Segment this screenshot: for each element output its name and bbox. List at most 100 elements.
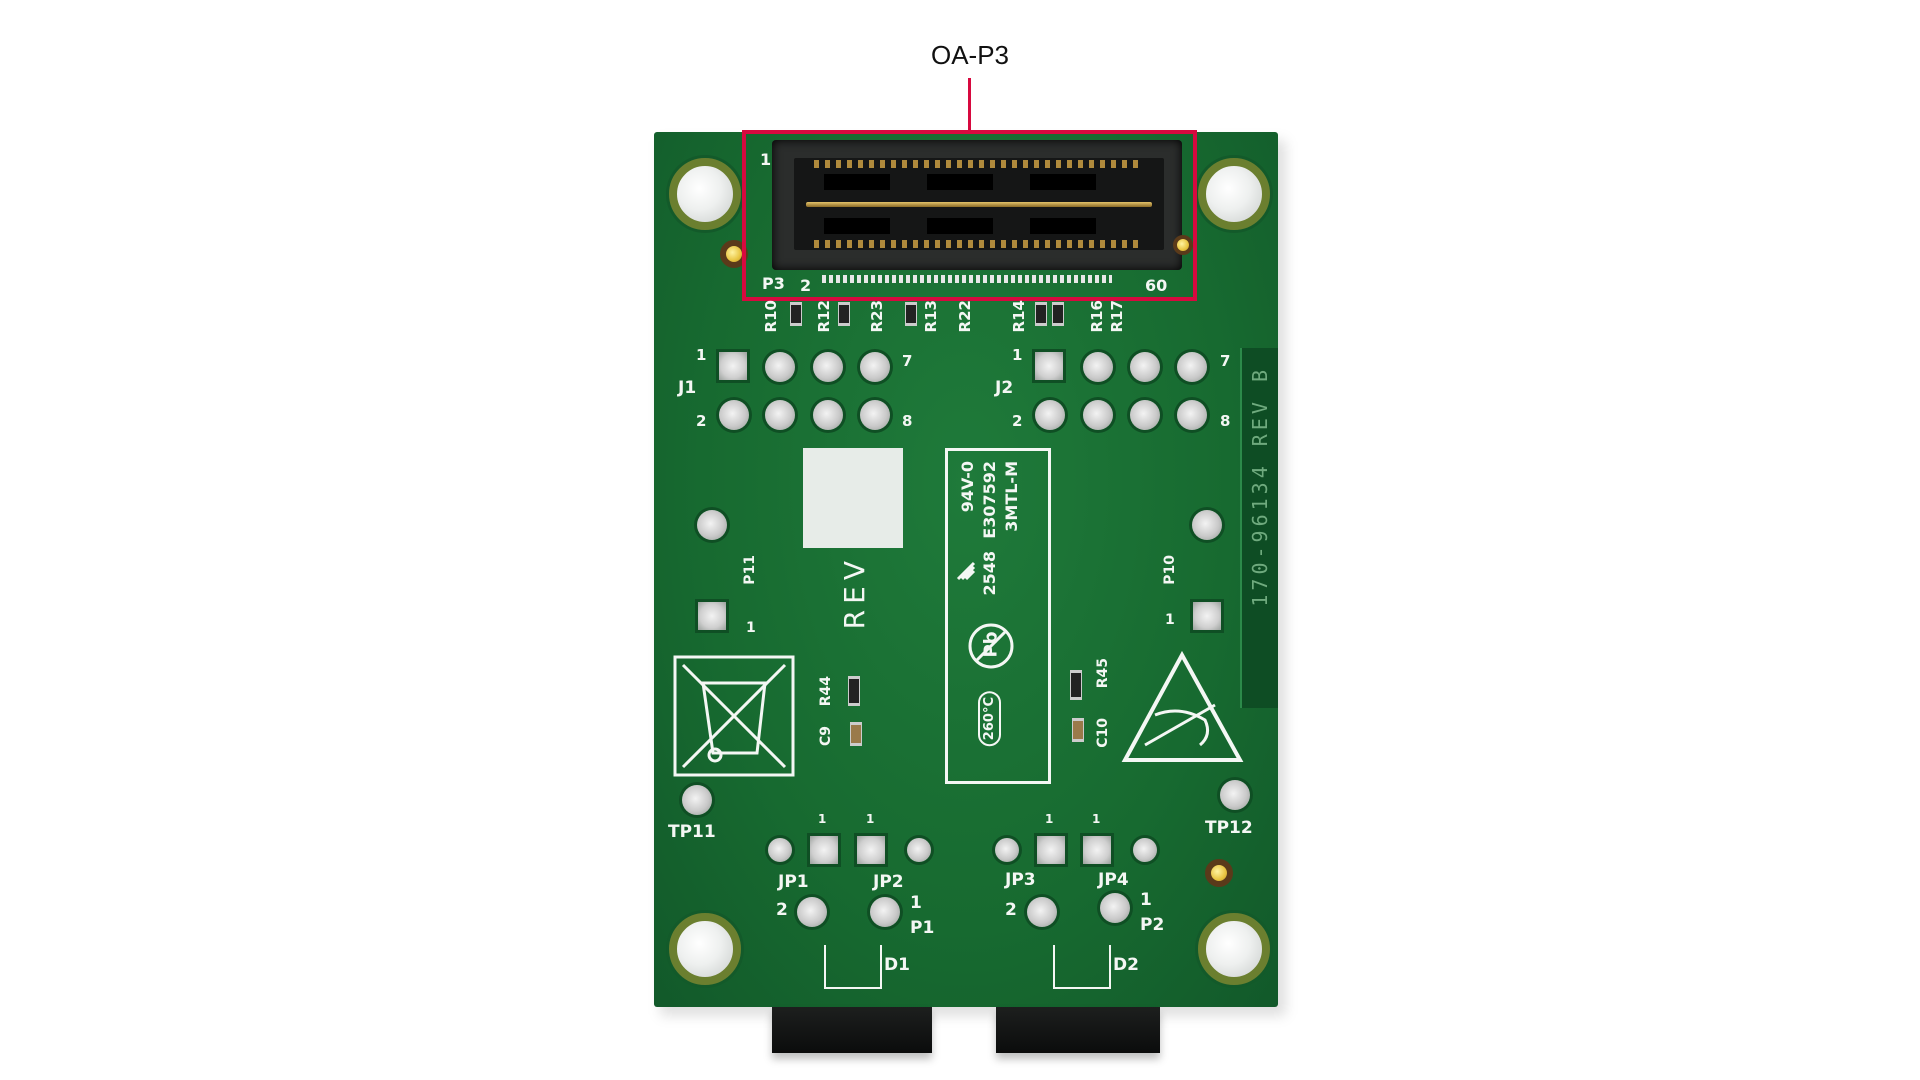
header-pad (719, 400, 749, 430)
jumper-pad-square (1037, 836, 1065, 864)
pin-number: 1 (910, 893, 922, 913)
lead-free-text: Pb (980, 631, 1002, 658)
smd-resistor (848, 676, 860, 706)
jumper-pad-square (1083, 836, 1111, 864)
callout-label: OA-P3 (930, 40, 1010, 70)
header-pad (765, 352, 795, 382)
port-pad (1027, 897, 1057, 927)
slot (927, 218, 993, 234)
slot (824, 218, 890, 234)
rev-label: REV (838, 555, 871, 630)
header-pad (813, 352, 843, 382)
pin-label-60: 60 (1145, 276, 1168, 295)
test-pad (1192, 510, 1222, 540)
pin-number: 7 (902, 352, 913, 370)
part-number: 170-96134 REV B (1248, 366, 1272, 607)
lead-free-icon: Pb (966, 621, 1016, 671)
test-pad (697, 510, 727, 540)
test-pad-square (698, 602, 726, 630)
header-pad (1177, 352, 1207, 382)
slot (1030, 174, 1096, 190)
jumper-label: JP2 (873, 872, 904, 892)
component-label: R44 (818, 676, 834, 707)
weee-bin-icon (673, 655, 795, 777)
port-pad (870, 897, 900, 927)
jumper-pad (907, 838, 931, 862)
jumper-pad (768, 838, 792, 862)
pin-label-2: 2 (800, 276, 812, 295)
resistor-label: R12 (815, 300, 833, 333)
smd-resistor (838, 302, 850, 326)
smd-capacitor (1072, 718, 1084, 742)
pin-row-bottom (814, 240, 1144, 248)
test-pad-square (1193, 602, 1221, 630)
pin-label-1: 1 (760, 150, 772, 169)
pin-number: 2 (776, 900, 788, 920)
pin-number: 8 (902, 412, 913, 430)
callout-highlight-box (742, 130, 1197, 301)
pin-number: 1 (866, 812, 875, 826)
component-label: C10 (1095, 718, 1111, 748)
jumper-label: JP4 (1098, 870, 1129, 890)
smd-resistor (790, 302, 802, 326)
manufacturer-code: 3MTL-M (1002, 461, 1021, 532)
port-pad (1100, 893, 1130, 923)
diode-outline (824, 945, 882, 989)
jumper-label: JP1 (778, 872, 809, 892)
smd-resistor (1070, 670, 1082, 700)
test-point-pad (682, 785, 712, 815)
connector-alignment-pin (1173, 235, 1193, 255)
diode-label: D1 (884, 955, 910, 975)
resistor-label: R10 (762, 300, 780, 333)
smd-resistor (1052, 302, 1064, 326)
pin-number: 1 (1092, 812, 1101, 826)
pin-number: 2 (1005, 900, 1017, 920)
pin-number: 8 (1220, 412, 1231, 430)
test-pad-label: P11 (742, 555, 758, 585)
header-pad (1130, 352, 1160, 382)
pin-number: 7 (1220, 352, 1231, 370)
slot (1030, 218, 1096, 234)
flammability-rating: 94V-0 (958, 461, 977, 513)
esd-warning-icon (1120, 650, 1245, 765)
smd-capacitor (850, 722, 862, 746)
port-pad (797, 897, 827, 927)
resistor-label: R14 (1010, 300, 1028, 333)
fiducial-pad (1205, 859, 1233, 887)
connector-tail-pins (822, 275, 1112, 283)
label-area (803, 448, 903, 548)
header-pad (1083, 400, 1113, 430)
jumper-pad (1133, 838, 1157, 862)
resistor-label: R22 (956, 300, 974, 333)
connector-ref-label: P3 (762, 274, 785, 293)
bottom-connector-left (772, 1007, 932, 1053)
slot (824, 174, 890, 190)
ul-file-number: E307592 (980, 461, 999, 539)
pin-number: 1 (1012, 346, 1023, 364)
header-label: J1 (678, 378, 697, 398)
component-label: C9 (818, 726, 834, 747)
test-pad-label: P10 (1162, 555, 1178, 585)
jumper-label: JP3 (1005, 870, 1036, 890)
resistor-label: R13 (922, 300, 940, 333)
pin-number: 1 (746, 620, 756, 636)
diode-outline (1053, 945, 1111, 989)
mount-hole-top-left (669, 158, 741, 230)
header-pad-square (719, 352, 747, 380)
pin-number: 1 (1165, 612, 1175, 628)
pin-number: 2 (696, 412, 707, 430)
ul-recognized-icon (956, 541, 976, 581)
mount-hole-bottom-right (1198, 913, 1270, 985)
test-point-label: TP12 (1205, 818, 1253, 838)
connector-cavity (794, 158, 1164, 250)
jumper-pad-square (857, 836, 885, 864)
pin-number: 1 (1140, 890, 1152, 910)
test-point-pad (1220, 780, 1250, 810)
header-pad (860, 400, 890, 430)
pin-number: 1 (1045, 812, 1054, 826)
smd-resistor (1035, 302, 1047, 326)
mount-hole-bottom-left (669, 913, 741, 985)
bottom-connector-right (996, 1007, 1160, 1053)
port-label: P1 (910, 918, 935, 938)
mount-hole-top-right (1198, 158, 1270, 230)
